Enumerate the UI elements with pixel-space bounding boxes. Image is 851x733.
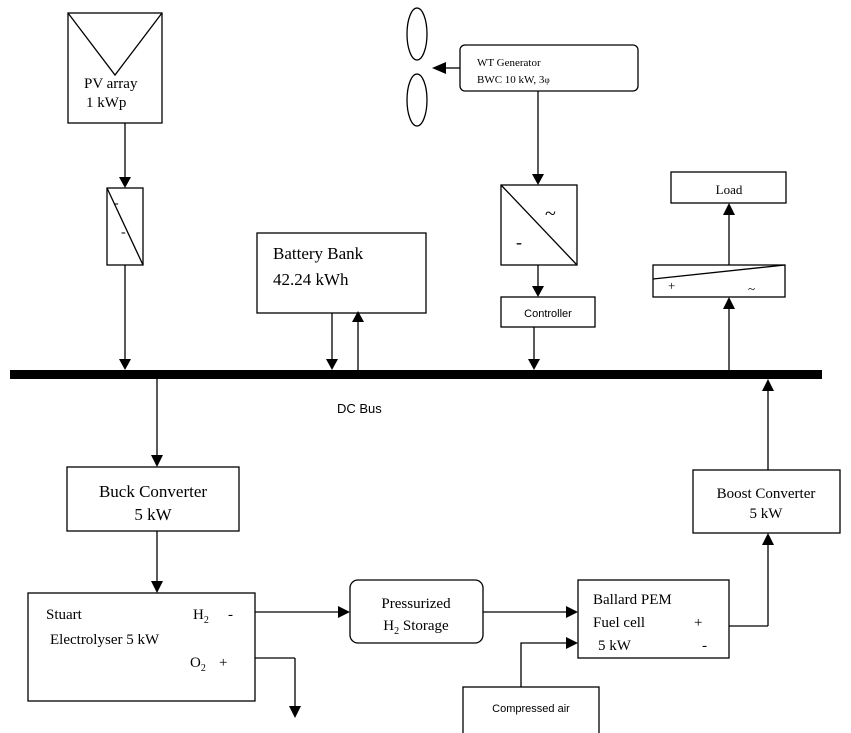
compressed-air-box: Compressed air: [462, 686, 600, 733]
arrow-head: [338, 606, 350, 618]
h2-sign: -: [228, 607, 233, 623]
arrow-head: [762, 379, 774, 391]
arrow-head: [528, 359, 540, 370]
fuel-cell-box: Ballard PEM Fuel cell 5 kW + -: [577, 579, 730, 659]
arrow-head: [119, 359, 131, 370]
pv-dc-dc-converter: - -: [106, 187, 144, 266]
inverter-ac-symbol: ~: [748, 281, 755, 296]
h2-output-label: H2: [193, 607, 209, 626]
boost-converter-rating: 5 kW: [750, 506, 784, 522]
fuel-cell-minus: -: [702, 638, 707, 654]
controller-label: Controller: [524, 308, 572, 320]
load-label: Load: [716, 182, 743, 197]
arrow-head: [723, 203, 735, 215]
storage-gas-label: H2 Storage: [383, 618, 449, 637]
boost-converter-box: Boost Converter 5 kW: [692, 469, 841, 534]
fuel-cell-brand: Ballard PEM: [593, 592, 672, 608]
o2-output-label: O2: [190, 655, 206, 674]
battery-bank-box: Battery Bank 42.24 kWh: [256, 232, 427, 314]
arrow-head: [762, 533, 774, 545]
controller-box: Controller: [500, 296, 596, 328]
wt-generator-rating: BWC 10 kW, 3φ: [477, 74, 550, 86]
dc-symbol: -: [516, 232, 522, 252]
arrow-head: [326, 359, 338, 370]
buck-converter-label: Buck Converter: [99, 482, 207, 501]
arrow-head: [566, 637, 578, 649]
battery-bank-label: Battery Bank: [273, 244, 364, 263]
ac-dc-rectifier: ~ -: [500, 184, 578, 266]
wind-turbine-icon: [406, 7, 428, 127]
ac-symbol: ~: [545, 203, 556, 225]
arrow-head: [151, 455, 163, 467]
inverter-dc-symbol: +: [668, 278, 675, 293]
arrow-head: [119, 177, 131, 188]
dc-symbol-2: -: [121, 225, 126, 240]
buck-converter-rating: 5 kW: [134, 505, 172, 524]
pv-array-label: PV array: [84, 76, 138, 92]
electrolyser-box: Stuart Electrolyser 5 kW H2 - O2 +: [27, 592, 256, 702]
buck-converter-box: Buck Converter 5 kW: [66, 466, 240, 532]
dc-symbol-1: -: [114, 196, 119, 211]
arrow-head: [289, 706, 301, 718]
electrolyser-label: Electrolyser 5 kW: [50, 632, 160, 648]
dc-bus-label: DC Bus: [337, 401, 382, 416]
arrow-head: [432, 62, 446, 74]
arrow-head: [532, 286, 544, 297]
wt-generator-box: WT Generator BWC 10 kW, 3φ: [459, 44, 639, 92]
dc-bus-bar: [10, 370, 822, 379]
pv-array-rating: 1 kWp: [86, 95, 126, 111]
boost-converter-label: Boost Converter: [717, 486, 816, 502]
storage-label: Pressurized: [381, 596, 451, 612]
h2-storage-box: Pressurized H2 Storage: [349, 579, 484, 644]
o2-sign: +: [219, 655, 227, 671]
battery-bank-capacity: 42.24 kWh: [273, 270, 349, 289]
fuel-cell-rating: 5 kW: [598, 638, 632, 654]
arrow-head: [352, 311, 364, 322]
pv-array-block: PV array 1 kWp: [67, 12, 163, 124]
arrow-head: [151, 581, 163, 593]
electrolyser-brand: Stuart: [46, 607, 83, 623]
compressed-air-label: Compressed air: [492, 703, 570, 715]
fuel-cell-plus: +: [694, 615, 702, 631]
wt-generator-label: WT Generator: [477, 57, 541, 69]
arrow-head: [532, 174, 544, 185]
fuel-cell-label: Fuel cell: [593, 615, 645, 631]
dc-ac-inverter: + ~: [652, 264, 786, 298]
arrow-head: [566, 606, 578, 618]
arrow-head: [723, 297, 735, 309]
load-box: Load: [670, 171, 787, 204]
